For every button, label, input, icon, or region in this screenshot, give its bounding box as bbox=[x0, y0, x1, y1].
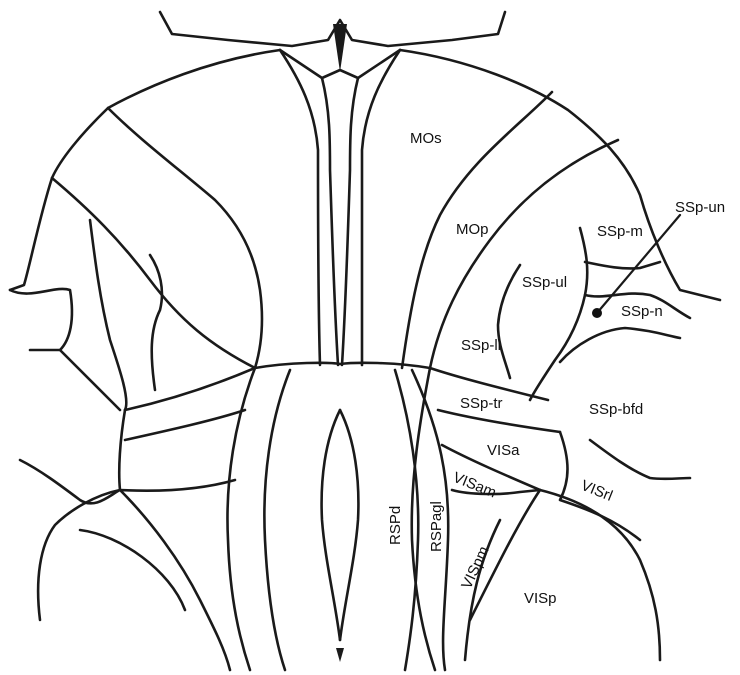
label-mop: MOp bbox=[456, 221, 489, 238]
label-ssp-un: SSp-un bbox=[675, 199, 725, 216]
left-lower-1 bbox=[38, 410, 125, 620]
left-band-top bbox=[125, 368, 255, 410]
label-visam: VISam bbox=[451, 469, 499, 502]
label-ssp-ll: SSp-ll bbox=[461, 337, 501, 354]
rsp-left-inner bbox=[264, 370, 290, 670]
label-ssp-ul: SSp-ul bbox=[522, 274, 567, 291]
label-ssp-tr: SSp-tr bbox=[460, 395, 503, 412]
label-ssp-m: SSp-m bbox=[597, 223, 643, 240]
left-mos-border bbox=[280, 50, 320, 365]
mop-ssp-border bbox=[430, 140, 618, 368]
right-mos-border bbox=[362, 50, 400, 365]
left-edge-1 bbox=[10, 289, 72, 350]
rsp-midline-right bbox=[340, 410, 358, 640]
label-visp: VISp bbox=[524, 590, 557, 607]
left-edge-3 bbox=[20, 460, 120, 503]
left-band-mid bbox=[125, 410, 245, 440]
label-rspd: RSPd bbox=[387, 506, 404, 545]
left-lower-3 bbox=[80, 530, 185, 610]
label-mos: MOs bbox=[410, 130, 442, 147]
right-midline-strip bbox=[342, 78, 358, 365]
midline-notch bbox=[160, 12, 505, 46]
right-hemisphere-outline bbox=[400, 50, 720, 300]
left-edge-2 bbox=[60, 350, 120, 410]
left-hemisphere-outline bbox=[10, 50, 280, 290]
label-ssp-n: SSp-n bbox=[621, 303, 663, 320]
ssp-ul-border bbox=[530, 228, 587, 400]
label-rspagl: RSPagl bbox=[428, 501, 445, 552]
ssp-tr-bottom bbox=[438, 410, 560, 432]
rsp-midline-tip bbox=[336, 648, 344, 662]
ssp-n-lower-border bbox=[560, 328, 680, 362]
label-ssp-bfd: SSp-bfd bbox=[589, 401, 643, 418]
visp-top bbox=[540, 490, 660, 660]
label-visrl: VISrl bbox=[579, 477, 616, 505]
left-inner-1 bbox=[90, 220, 126, 410]
midline-wedge bbox=[333, 24, 347, 72]
visrl-right bbox=[590, 440, 690, 479]
ssp-ll-border bbox=[498, 265, 520, 378]
left-lower-2 bbox=[120, 490, 230, 670]
area-borders bbox=[10, 12, 720, 670]
left-inner-2 bbox=[150, 255, 162, 390]
label-visa: VISa bbox=[487, 442, 520, 459]
left-midline-strip bbox=[322, 78, 338, 365]
ssp-m-border bbox=[585, 262, 660, 268]
rsp-midline-left bbox=[322, 410, 340, 640]
left-diagonal-1 bbox=[108, 108, 262, 368]
region-labels: MOs MOp SSp-m SSp-un SSp-ul SSp-n SSp-ll… bbox=[387, 130, 725, 607]
left-band-bottom bbox=[120, 480, 235, 491]
ssp-un-pointer-dot bbox=[592, 308, 602, 318]
